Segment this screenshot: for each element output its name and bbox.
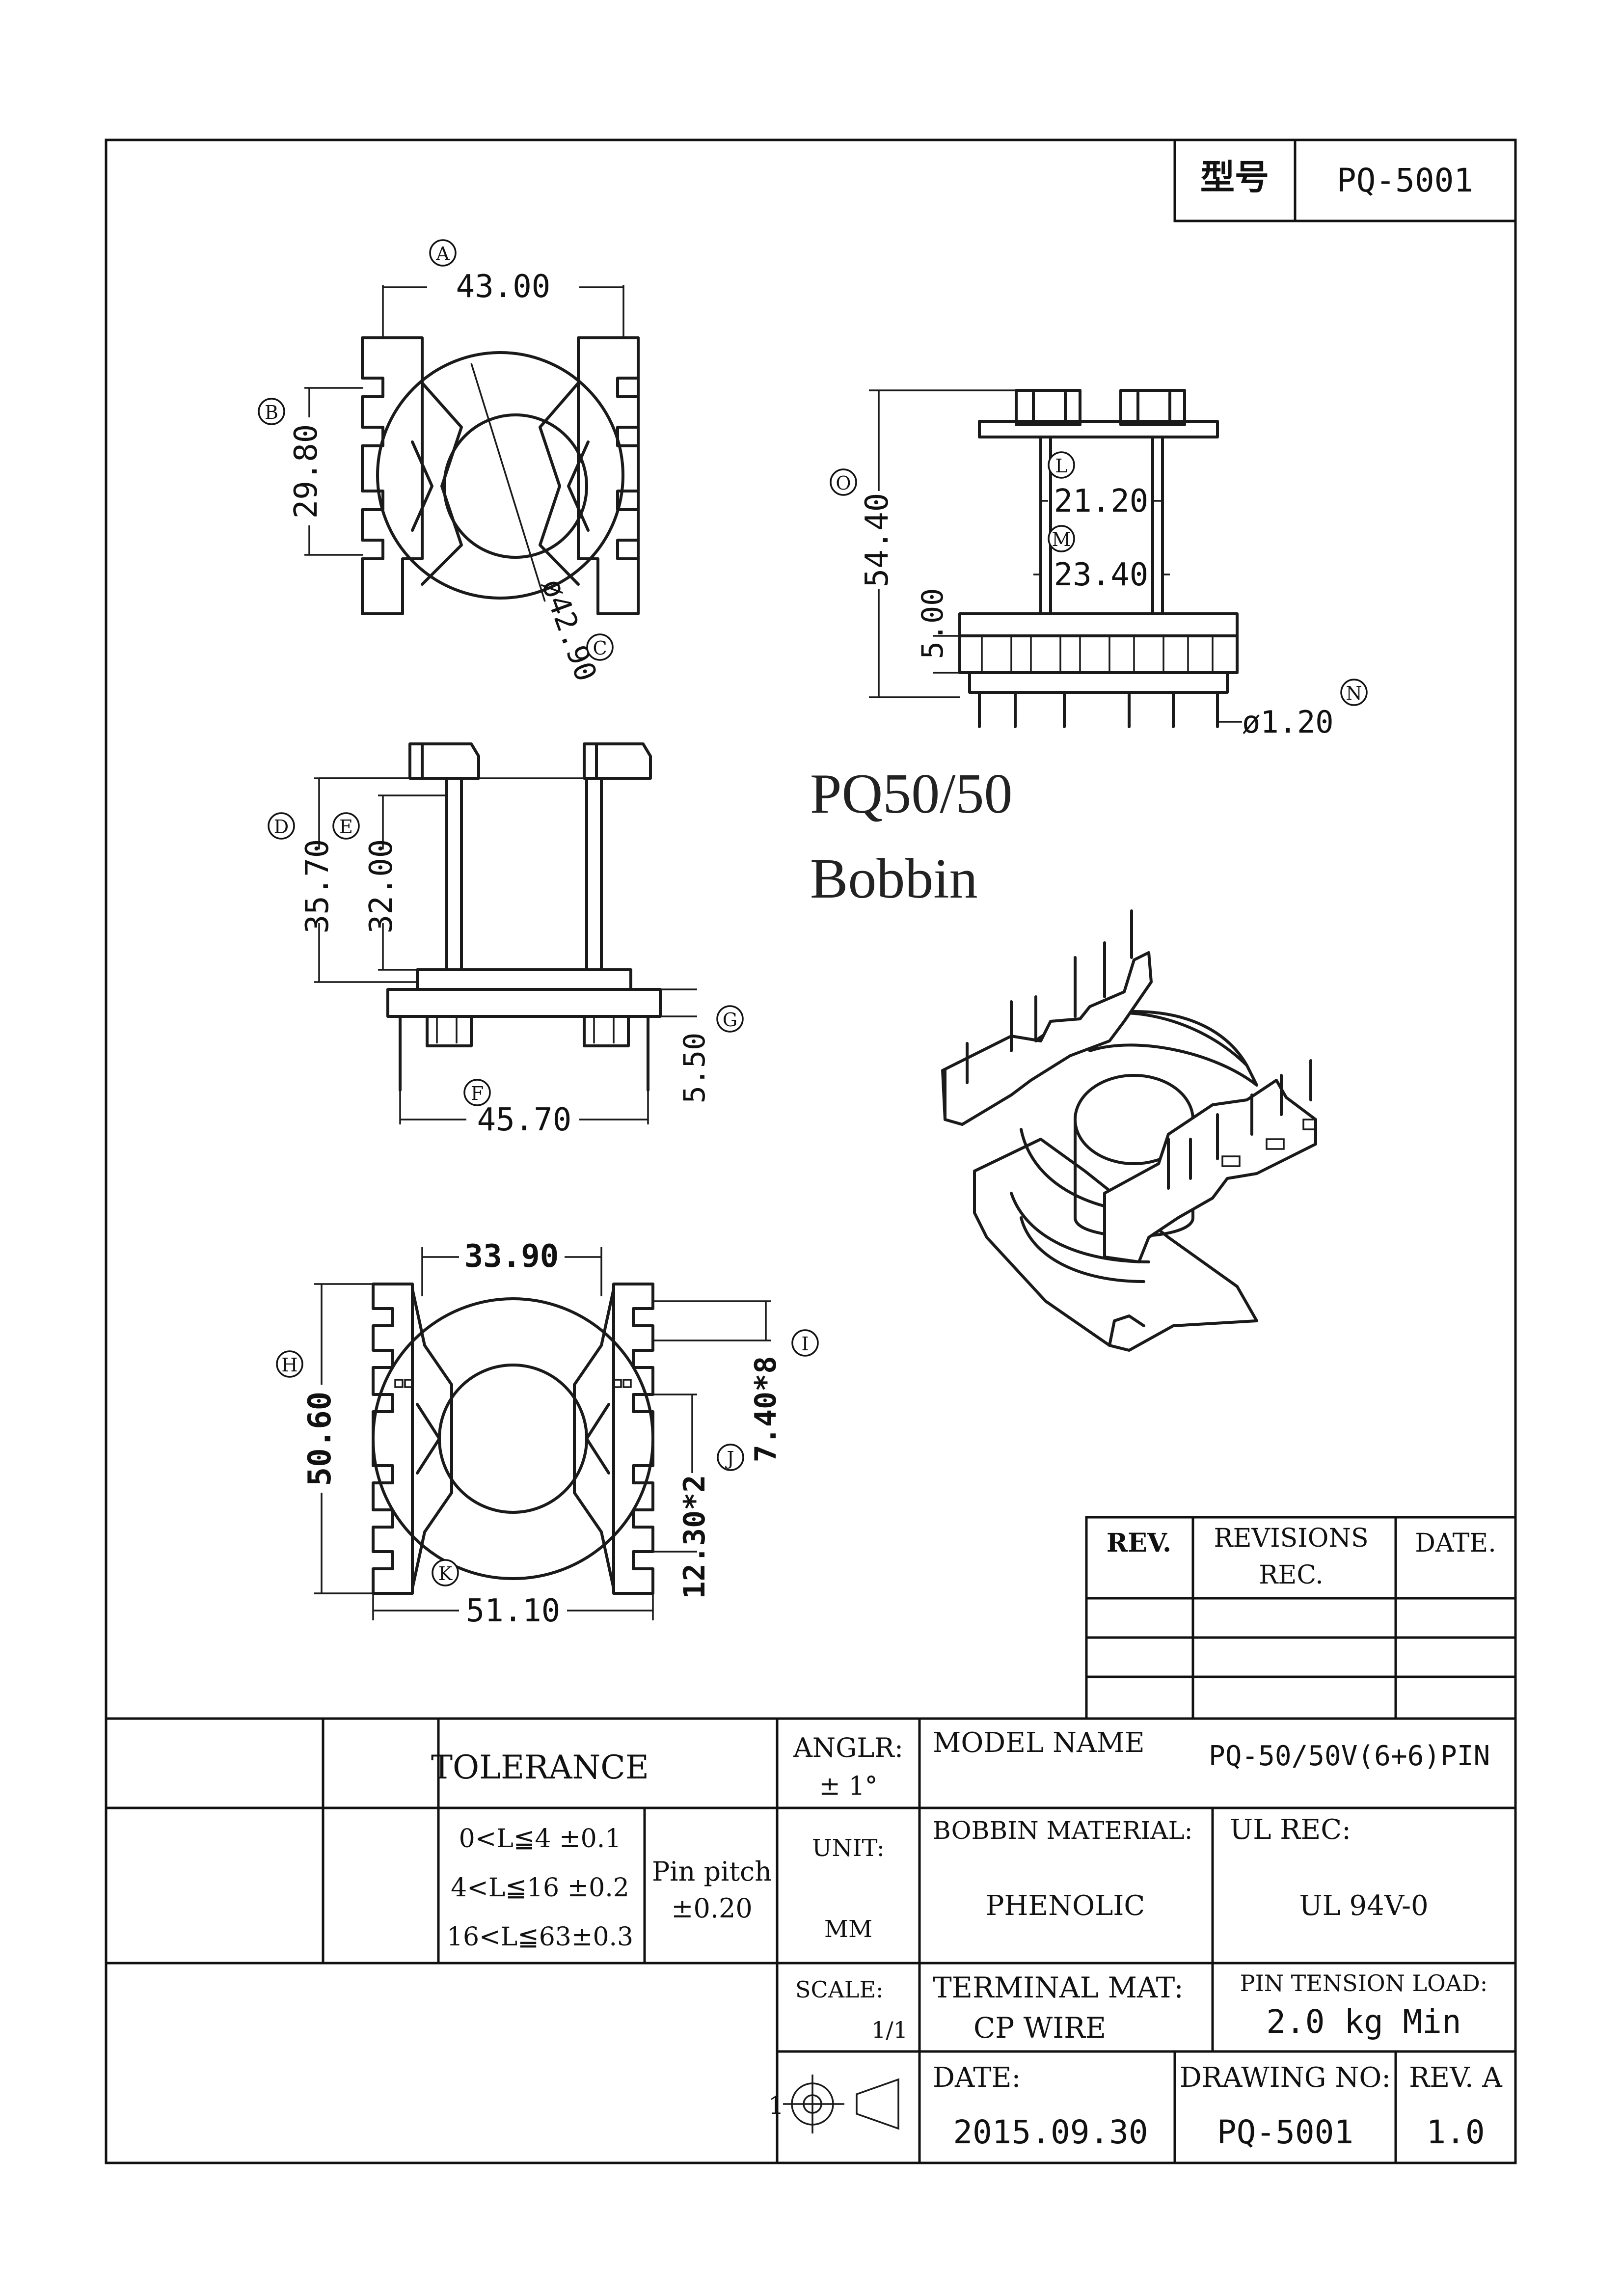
dim-g: 5.50 bbox=[677, 1033, 712, 1104]
svg-text:H: H bbox=[281, 1354, 297, 1376]
unit-value: MM bbox=[824, 1915, 872, 1943]
svg-text:N: N bbox=[1346, 683, 1362, 704]
side-view: 54.40 5.00 21.20 23.40 ø1.20 bbox=[859, 389, 1334, 740]
revisions-header-line2: REC. bbox=[1259, 1560, 1324, 1590]
tolerance-row-1: 0<L≦4 ±0.1 bbox=[459, 1824, 622, 1854]
front-view: 35.70 32.00 45.70 5.50 bbox=[299, 742, 712, 1138]
pin-pitch-value: ±0.20 bbox=[671, 1893, 752, 1924]
terminal-mat-label: TERMINAL MAT: bbox=[933, 1971, 1184, 2004]
svg-text:O: O bbox=[836, 472, 851, 494]
dim-k: 51.10 bbox=[466, 1593, 561, 1629]
type-value: PQ-5001 bbox=[1337, 162, 1473, 199]
scale-value: 1/1 bbox=[871, 2017, 908, 2043]
svg-text:B: B bbox=[265, 402, 278, 423]
dim-i: 7.40*8 bbox=[749, 1356, 783, 1463]
dim-d: 35.70 bbox=[299, 839, 336, 934]
svg-text:K: K bbox=[438, 1563, 453, 1585]
type-label: 型号 bbox=[1200, 157, 1269, 197]
tolerance-row-2: 4<L≦16 ±0.2 bbox=[451, 1873, 629, 1903]
model-name-label: MODEL NAME bbox=[933, 1727, 1145, 1759]
svg-text:I: I bbox=[801, 1333, 809, 1355]
rev-header: REV. bbox=[1107, 1528, 1171, 1558]
anglr-value: ± 1° bbox=[819, 1772, 877, 1801]
terminal-mat-value: CP WIRE bbox=[973, 2011, 1106, 2045]
pin-pitch-label: Pin pitch bbox=[652, 1856, 772, 1887]
dim-f: 45.70 bbox=[477, 1102, 572, 1138]
svg-text:E: E bbox=[339, 816, 353, 838]
top-view: 43.00 29.80 ø42.90 bbox=[288, 269, 640, 686]
product-type: Bobbin bbox=[810, 847, 978, 910]
rev-value: 1.0 bbox=[1426, 2113, 1485, 2151]
dim-top-width: 33.90 bbox=[464, 1238, 559, 1275]
svg-text:L: L bbox=[1055, 455, 1067, 477]
svg-text:D: D bbox=[274, 816, 289, 838]
isometric-view bbox=[941, 909, 1317, 1352]
dim-e: 32.00 bbox=[363, 839, 400, 934]
svg-text:F: F bbox=[471, 1083, 484, 1104]
svg-text:J: J bbox=[725, 1448, 734, 1469]
dim-m: 23.40 bbox=[1054, 557, 1149, 593]
revisions-header-line1: REVISIONS bbox=[1214, 1524, 1368, 1553]
model-name-value: PQ-50/50V(6+6)PIN bbox=[1209, 1740, 1490, 1772]
pin-tension-value: 2.0 kg Min bbox=[1266, 2003, 1461, 2041]
bobbin-material-label: BOBBIN MATERIAL: bbox=[933, 1816, 1193, 1845]
rev-label: REV. A bbox=[1409, 2062, 1502, 2094]
svg-text:C: C bbox=[593, 637, 607, 659]
tolerance-row-3: 16<L≦63±0.3 bbox=[447, 1922, 633, 1952]
drawing-border bbox=[105, 138, 1517, 2164]
dim-l: 21.20 bbox=[1054, 483, 1149, 519]
left-mark: 1 bbox=[768, 2091, 784, 2120]
dim-o: 54.40 bbox=[859, 493, 895, 588]
bottom-view: 33.90 50.60 51.10 7.40*8 12.30*2 bbox=[302, 1238, 783, 1629]
ul-rec-label: UL REC: bbox=[1230, 1814, 1351, 1846]
tolerance-title: TOLERANCE bbox=[431, 1749, 649, 1786]
drawing-no-value: PQ-5001 bbox=[1217, 2113, 1353, 2151]
ul-rec-value: UL 94V-0 bbox=[1299, 1890, 1428, 1922]
svg-text:G: G bbox=[723, 1009, 737, 1031]
scale-label: SCALE: bbox=[795, 1976, 884, 2003]
date-header: DATE. bbox=[1415, 1529, 1496, 1558]
svg-text:A: A bbox=[435, 243, 450, 265]
svg-text:M: M bbox=[1052, 529, 1071, 550]
anglr-label: ANGLR: bbox=[793, 1732, 903, 1763]
dimension-markers: A B C D E F G H I J K L M N O bbox=[258, 239, 1368, 1586]
drawing-no-label: DRAWING NO: bbox=[1180, 2062, 1391, 2094]
projection-symbol bbox=[783, 2075, 899, 2133]
unit-label: UNIT: bbox=[812, 1834, 885, 1862]
revisions-table: REV. REVISIONS REC. DATE. bbox=[1085, 1516, 1517, 1720]
header-box: 型号 PQ-5001 bbox=[1173, 138, 1517, 222]
dim-n: ø1.20 bbox=[1242, 704, 1334, 740]
date-value: 2015.09.30 bbox=[953, 2113, 1148, 2151]
pin-tension-label: PIN TENSION LOAD: bbox=[1240, 1970, 1488, 1996]
dim-c: ø42.90 bbox=[535, 574, 603, 686]
title-block: TOLERANCE 0<L≦4 ±0.1 4<L≦16 ±0.2 16<L≦63… bbox=[106, 1717, 1515, 2163]
bobbin-material-value: PHENOLIC bbox=[986, 1890, 1145, 1922]
dim-b: 29.80 bbox=[288, 424, 324, 519]
dim-h: 50.60 bbox=[302, 1392, 338, 1486]
product-name: PQ50/50 bbox=[810, 763, 1013, 825]
dim-j: 12.30*2 bbox=[677, 1475, 712, 1599]
dim-a: 43.00 bbox=[456, 269, 551, 305]
dim-p: 5.00 bbox=[916, 588, 950, 659]
date-label: DATE: bbox=[933, 2062, 1021, 2094]
